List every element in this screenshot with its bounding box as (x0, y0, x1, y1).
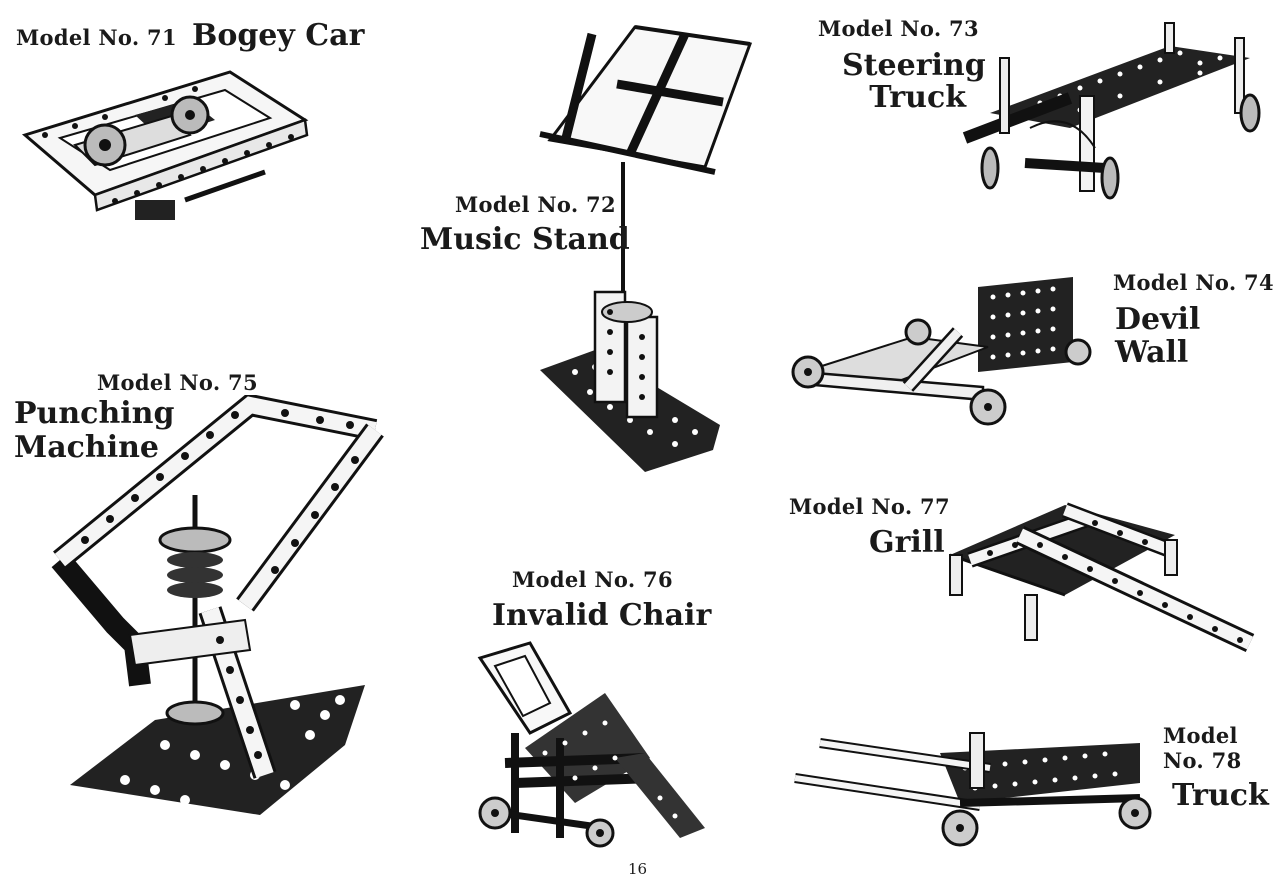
bogey-car-illustration (15, 60, 315, 225)
model-75-name-line-1: Punching (14, 396, 175, 431)
truck-illustration (790, 728, 1160, 850)
model-71-caption: Model No. 71 Bogey Car (16, 18, 364, 53)
model-73-name-line-2: Truck (869, 80, 966, 115)
model-72-caption: Model No. 72 (455, 192, 616, 217)
model-78-number-line-1: Model (1163, 723, 1238, 748)
devil-wall-illustration (788, 272, 1098, 427)
model-74-number: Model No. 74 (1113, 270, 1274, 295)
model-77-caption: Model No. 77 (789, 494, 950, 519)
model-76-name: Invalid Chair (492, 598, 712, 633)
model-72-number: Model No. 72 (455, 192, 616, 217)
model-78-name-block: Truck (1172, 778, 1269, 813)
invalid-chair-illustration (475, 638, 707, 850)
model-77-name-block: Grill (869, 525, 945, 560)
grill-illustration (945, 495, 1265, 665)
model-71-number: Model No. 71 (16, 25, 177, 50)
model-78-name: Truck (1172, 778, 1269, 813)
model-73-name-line-1: Steering (842, 48, 986, 83)
model-77-number: Model No. 77 (789, 494, 950, 519)
model-76-name-block: Invalid Chair (492, 598, 711, 633)
model-72-name: Music Stand (420, 222, 630, 257)
model-76-caption: Model No. 76 (512, 567, 673, 592)
model-75-caption: Model No. 75 (97, 370, 258, 395)
model-73-caption: Model No. 73 (818, 16, 979, 41)
model-74-name-block: Devil Wall (1115, 303, 1200, 369)
music-stand-illustration (535, 22, 767, 477)
model-72-name-block: Music Stand (420, 222, 630, 257)
model-73-number: Model No. 73 (818, 16, 979, 41)
model-75-name-line-2: Machine (14, 430, 160, 465)
model-74-name-line-2: Wall (1115, 335, 1189, 370)
model-75-name-block: Punching Machine (14, 397, 174, 465)
model-74-caption: Model No. 74 (1113, 270, 1274, 295)
page-number: 16 (628, 860, 648, 878)
model-74-name-line-1: Devil (1115, 302, 1201, 337)
punching-machine-illustration (45, 395, 385, 825)
steering-truck-illustration (960, 18, 1265, 203)
model-73-name-block: Steering Truck (842, 48, 986, 115)
model-78-number-line-2: No. 78 (1163, 748, 1242, 773)
model-71-name: Bogey Car (191, 18, 365, 53)
model-76-number: Model No. 76 (512, 567, 673, 592)
model-77-name: Grill (869, 525, 945, 560)
model-78-caption: Model No. 78 (1163, 723, 1241, 773)
model-75-number: Model No. 75 (97, 370, 258, 395)
